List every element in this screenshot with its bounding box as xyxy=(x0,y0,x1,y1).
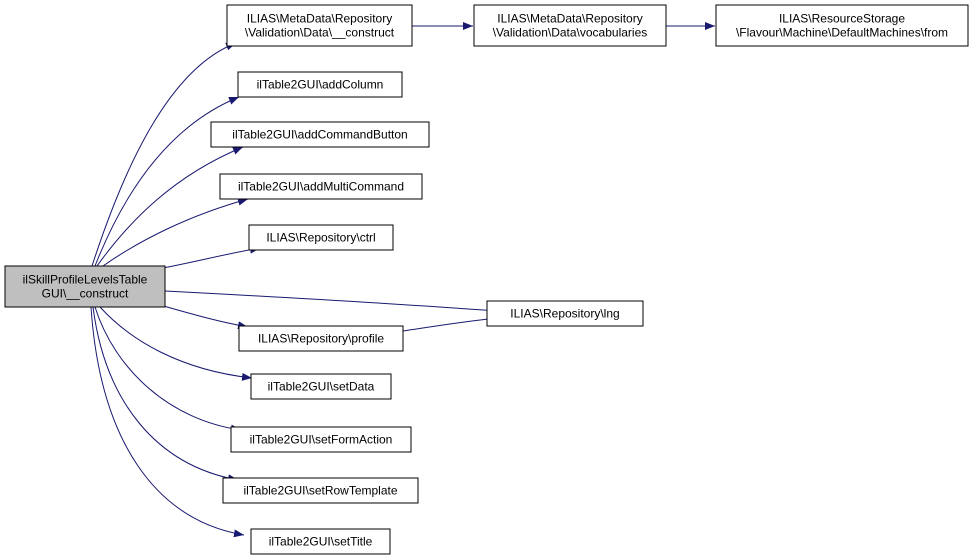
edge-path xyxy=(92,306,239,483)
edge-path xyxy=(164,290,498,315)
node-box xyxy=(248,224,394,251)
node-box xyxy=(473,4,667,47)
node-setRowTemplate[interactable]: ilTable2GUI\setRowTemplate xyxy=(222,477,419,504)
node-box xyxy=(230,426,412,453)
edge-root-to-addCommandButton xyxy=(96,146,244,267)
node-addCommandButton[interactable]: ilTable2GUI\addCommandButton xyxy=(210,121,430,148)
node-label: ILIAS\Repository\lng xyxy=(510,307,619,321)
edge-path xyxy=(159,304,249,330)
node-box xyxy=(238,325,404,352)
node-addColumn[interactable]: ilTable2GUI\addColumn xyxy=(237,71,403,98)
node-addMultiCommand[interactable]: ilTable2GUI\addMultiCommand xyxy=(219,173,423,200)
node-label: ilSkillProfileLevelsTable xyxy=(23,273,148,287)
node-label: ilTable2GUI\setFormAction xyxy=(250,433,393,447)
edge-path xyxy=(91,42,237,267)
node-label: ilTable2GUI\addMultiCommand xyxy=(238,180,404,194)
node-box xyxy=(226,4,413,47)
node-box xyxy=(715,4,969,47)
node-profile[interactable]: ILIAS\Repository\profile xyxy=(238,325,404,352)
edges-layer xyxy=(90,22,715,538)
node-box xyxy=(4,265,166,308)
edge-root-to-addColumn xyxy=(94,96,240,267)
node-box xyxy=(219,173,423,200)
edge-root-to-lng xyxy=(164,290,498,315)
edge-path xyxy=(102,197,249,267)
edge-path xyxy=(99,306,253,381)
nodes-layer: ilSkillProfileLevelsTableGUI\__construct… xyxy=(4,4,969,555)
node-box xyxy=(250,373,392,400)
edge-root-to-profile xyxy=(159,304,249,330)
edge-path xyxy=(96,146,244,267)
node-label: ilTable2GUI\setRowTemplate xyxy=(243,484,397,498)
edge-path xyxy=(90,306,245,538)
node-label: \Validation\Data\vocabularies xyxy=(493,26,648,40)
node-rs_from[interactable]: ILIAS\ResourceStorage\Flavour\Machine\De… xyxy=(715,4,969,47)
node-md_construct[interactable]: ILIAS\MetaData\Repository\Validation\Dat… xyxy=(226,4,413,47)
node-label: ILIAS\Repository\ctrl xyxy=(266,231,375,245)
edge-path xyxy=(94,306,242,433)
edge-path xyxy=(162,245,261,269)
node-box xyxy=(237,71,403,98)
edge-root-to-ctrl xyxy=(162,245,261,269)
node-label: ILIAS\MetaData\Repository xyxy=(497,12,642,26)
node-label: ILIAS\Repository\profile xyxy=(258,332,384,346)
node-label: ILIAS\ResourceStorage xyxy=(779,12,905,26)
node-label: ilTable2GUI\addCommandButton xyxy=(232,128,407,142)
node-label: ilTable2GUI\addColumn xyxy=(257,78,384,92)
node-label: ilTable2GUI\setTitle xyxy=(269,535,373,549)
node-setFormAction[interactable]: ilTable2GUI\setFormAction xyxy=(230,426,412,453)
node-setData[interactable]: ilTable2GUI\setData xyxy=(250,373,392,400)
edge-path xyxy=(94,96,240,267)
edge-profile-to-lng xyxy=(402,315,498,332)
node-label: ilTable2GUI\setData xyxy=(268,380,375,394)
node-box xyxy=(222,477,419,504)
edge-root-to-setRowTemplate xyxy=(92,306,239,483)
edge-root-to-setData xyxy=(99,306,253,381)
node-ctrl[interactable]: ILIAS\Repository\ctrl xyxy=(248,224,394,251)
node-box xyxy=(210,121,430,148)
node-label: \Flavour\Machine\DefaultMachines\from xyxy=(736,26,948,40)
node-lng[interactable]: ILIAS\Repository\lng xyxy=(486,300,644,327)
edge-root-to-md_construct xyxy=(91,42,237,267)
node-setTitle[interactable]: ilTable2GUI\setTitle xyxy=(250,528,391,555)
node-md_vocab[interactable]: ILIAS\MetaData\Repository\Validation\Dat… xyxy=(473,4,667,47)
node-label: ILIAS\MetaData\Repository xyxy=(247,12,392,26)
node-box xyxy=(250,528,391,555)
edge-root-to-setTitle xyxy=(90,306,245,538)
edge-root-to-setFormAction xyxy=(94,306,242,433)
edge-path xyxy=(402,315,498,332)
node-box xyxy=(486,300,644,327)
node-label: GUI\__construct xyxy=(42,287,129,301)
node-label: \Validation\Data\__construct xyxy=(245,26,395,40)
edge-root-to-addMultiCommand xyxy=(102,197,249,267)
